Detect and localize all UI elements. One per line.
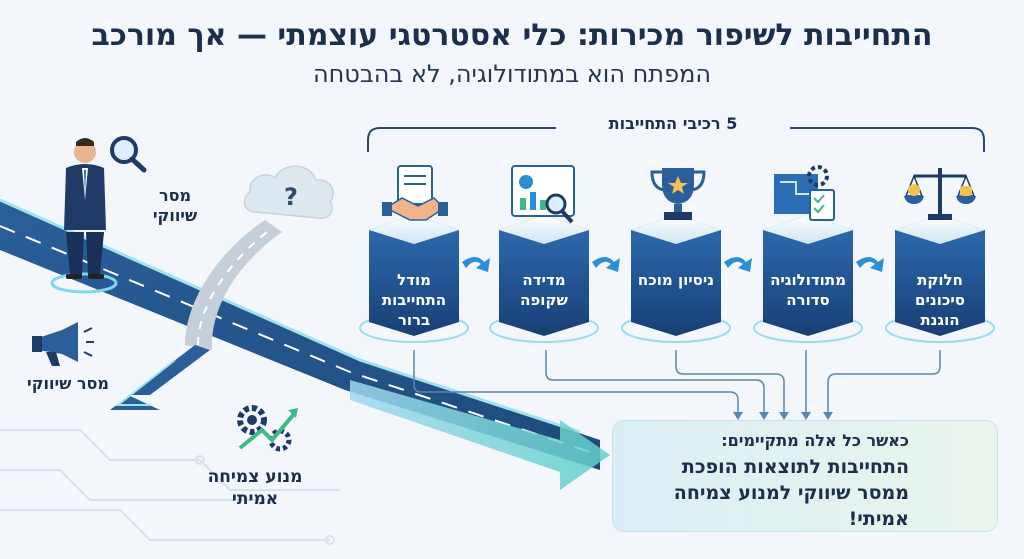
flow-arrows <box>462 257 884 272</box>
result-statement: התחייבות לתוצאות הופכת ממסר שיווקי למנוע… <box>673 456 909 530</box>
step-label-risk-sharing: חלוקת סיכונים הוגנת <box>915 271 965 329</box>
result-box: כאשר כל אלה מתקיימים: התחייבות לתוצאות ה… <box>612 420 998 532</box>
gear-growth-icon <box>237 405 298 452</box>
marketing-message-label-top: מסר שיווקי <box>152 186 198 225</box>
megaphone-icon <box>32 322 94 366</box>
pedestal-boxes <box>359 215 995 343</box>
step-label-experience: ניסיון מוכח <box>637 271 715 289</box>
growth-engine-label: מנוע צמיחה אמיתי <box>207 467 303 509</box>
result-condition: כאשר כל אלה מתקיימים: <box>721 431 909 450</box>
trophy-icon <box>650 168 706 220</box>
page-title: התחייבות לשיפור מכירות: כלי אסטרטגי עוצמ… <box>91 18 933 53</box>
blueprint-icon <box>774 165 835 221</box>
components-brace <box>367 127 985 152</box>
circuit-pattern <box>0 429 340 545</box>
businessman-icon <box>50 136 147 294</box>
branch-road-up <box>185 220 282 350</box>
handshake-icon <box>382 165 448 221</box>
step-label-commitment-model: מודל התחייבות ברור <box>381 271 447 329</box>
question-cloud-icon: ? <box>243 165 334 220</box>
svg-text:?: ? <box>284 183 298 211</box>
components-label: 5 רכיבי התחייבות <box>558 114 788 133</box>
branch-road-down <box>110 345 210 410</box>
marketing-message-label-middle: מסר שיווקי <box>27 374 109 393</box>
result-text: כאשר כל אלה מתקיימים: התחייבות לתוצאות ה… <box>629 431 909 532</box>
main-road <box>0 198 610 490</box>
step-label-methodology: מתודולוגיה סדורה <box>770 271 846 309</box>
connector-lines <box>413 350 941 414</box>
analytics-icon <box>511 165 575 224</box>
page-subtitle: המפתח הוא במתודולוגיה, לא בהבטחה <box>312 60 712 88</box>
scales-icon <box>904 168 976 220</box>
step-label-measurement: מדידה שקופה <box>520 271 568 309</box>
